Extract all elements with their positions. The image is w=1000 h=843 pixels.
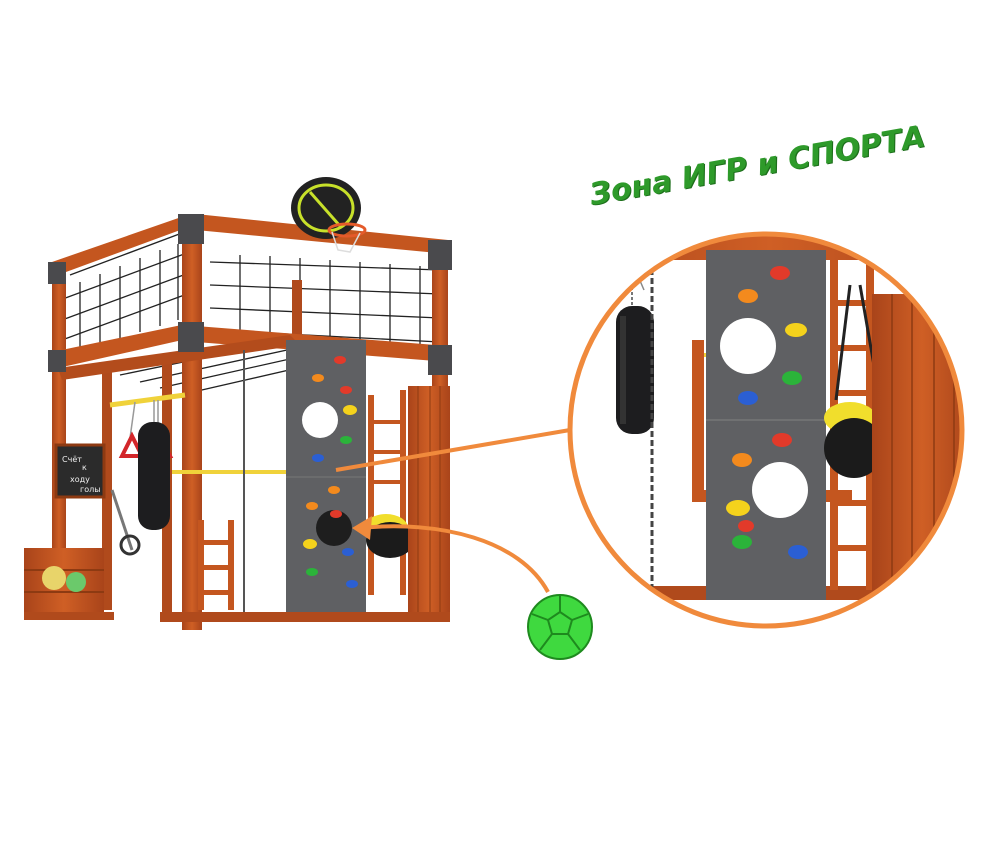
callout-line-panel	[335, 428, 571, 472]
climbing-holds-left	[303, 356, 358, 588]
climbing-panel-zoom	[706, 250, 826, 600]
chalkboard-line-2: к	[82, 463, 87, 472]
football-ball-icon	[527, 594, 593, 660]
punching-bag-small	[138, 400, 170, 530]
storage-box	[24, 548, 104, 614]
callout-arrowhead	[352, 516, 372, 540]
zoom-detail	[567, 231, 965, 629]
chalkboard: Счёт к ходу голы	[54, 443, 106, 499]
callout-line-ball	[359, 524, 550, 593]
chalkboard-line-3: ходу	[70, 475, 90, 484]
basketball-hoop	[291, 177, 367, 253]
wall-bars-left	[368, 390, 406, 595]
chalkboard-line-4: голы	[80, 485, 101, 494]
playground-structure: Счёт к ходу голы	[24, 177, 452, 630]
climbing-wall	[286, 340, 366, 614]
ladder-left	[198, 520, 234, 610]
chalkboard-line-1: Счёт	[62, 455, 82, 464]
zoom-ring	[567, 231, 965, 629]
